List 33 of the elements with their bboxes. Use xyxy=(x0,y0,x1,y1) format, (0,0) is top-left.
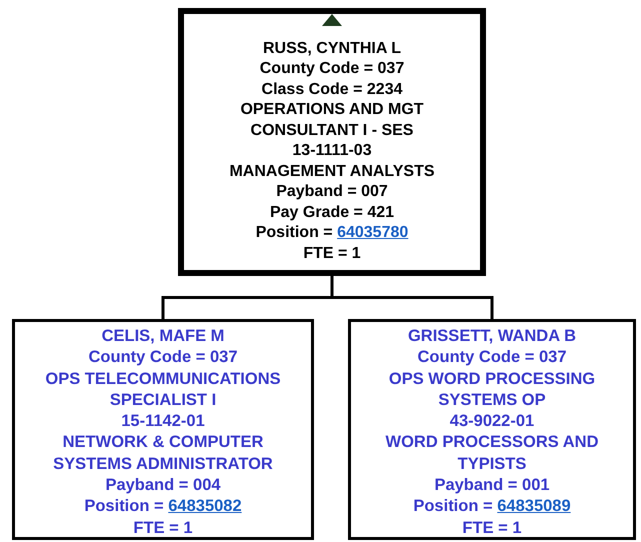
info-text: County Code = 037 xyxy=(88,347,238,368)
position-card xyxy=(348,319,636,540)
info-text: OPS WORD PROCESSING SYSTEMS OP xyxy=(388,368,596,411)
person-name: GRISSETT, WANDA B xyxy=(408,326,576,347)
info-text: County Code = 037 xyxy=(260,59,404,79)
info-text: FTE = 1 xyxy=(303,244,361,264)
info-text: NETWORK & COMPUTER SYSTEMS ADMINISTRATOR xyxy=(52,432,274,475)
position-text: Position = 64835089 xyxy=(413,496,571,518)
position-link: 64035780 xyxy=(337,224,408,241)
info-text: Pay Grade = 421 xyxy=(270,202,394,222)
position-text: Position = 64835082 xyxy=(84,496,242,518)
info-text: Payband = 004 xyxy=(105,475,221,496)
info-text: County Code = 037 xyxy=(418,347,566,368)
info-text: WORD PROCESSORS AND TYPISTS xyxy=(384,432,600,475)
position-link: 64835082 xyxy=(168,497,242,516)
info-text: 13-1111-03 xyxy=(292,141,372,161)
info-text: FTE = 1 xyxy=(462,518,522,539)
info-text: 43-9022-01 xyxy=(450,411,534,432)
info-text: 15-1142-01 xyxy=(121,411,205,432)
position-card xyxy=(12,319,314,540)
connector-line xyxy=(330,276,494,319)
position-link: 64835089 xyxy=(497,497,571,516)
position-text: Position = 64035780 xyxy=(256,223,408,243)
person-name: RUSS, CYNTHIA L xyxy=(262,38,402,58)
position-card xyxy=(178,8,486,276)
info-text: Payband = 001 xyxy=(434,475,550,496)
info-text: MANAGEMENT ANALYSTS xyxy=(229,162,435,182)
info-text: OPERATIONS AND MGT CONSULTANT I - SES xyxy=(239,100,425,140)
info-text: Class Code = 2234 xyxy=(262,80,402,100)
info-text: Payband = 007 xyxy=(276,182,388,202)
info-text: FTE = 1 xyxy=(133,518,193,539)
info-text: OPS TELECOMMUNICATIONS SPECIALIST I xyxy=(44,368,282,411)
person-name: CELIS, MAFE M xyxy=(102,326,224,347)
